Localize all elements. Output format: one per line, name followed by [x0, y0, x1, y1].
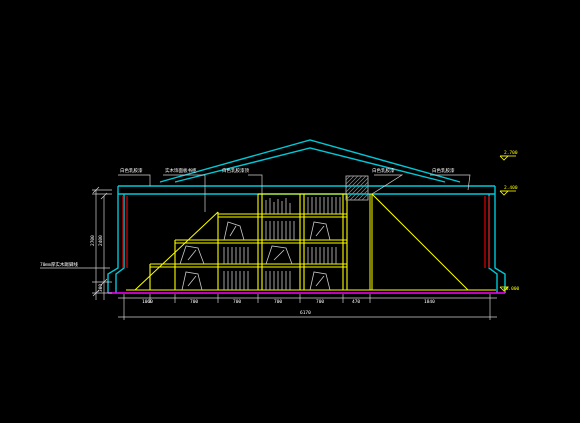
callout-wall-paint-right: 白色乳胶漆: [372, 167, 395, 174]
dim-bottom-5: 700: [316, 299, 324, 305]
bottom-dimension-lines: [118, 294, 497, 320]
leader-lines: [40, 174, 471, 269]
hatched-vent: [345, 175, 369, 201]
dim-left-mid: 2400: [98, 235, 104, 246]
elevation-marker-floor: ±0.000: [499, 286, 520, 292]
elevation-top-label: 2.700: [504, 150, 518, 156]
elevation-upper-label: 2.400: [504, 185, 518, 191]
elevation-marker-top: 2.700: [499, 150, 518, 161]
callout-skirting: 70mm厚实木踢脚线: [40, 261, 78, 268]
dim-total: 6170: [300, 310, 311, 316]
bookcase-frame: [149, 193, 348, 290]
callout-wall-paint-far-right: 白色乳胶漆: [432, 167, 455, 174]
callout-ceiling-paint-top: 白色乳胶漆顶: [222, 167, 249, 174]
left-dimension-lines: [92, 186, 112, 300]
dim-left-main: 2700: [90, 235, 96, 246]
dim-left-base: 300: [98, 284, 104, 292]
slanted-ceiling: [126, 193, 496, 291]
elevation-marker-upper: 2.400: [499, 185, 518, 196]
callout-bookcase-veneer: 实木饰面板书柜: [165, 167, 197, 174]
dim-bottom-8: 1840: [424, 299, 435, 305]
dim-bottom-7: 470: [352, 299, 360, 305]
bookcase-contents: [179, 197, 341, 291]
elevation-floor-label: ±0.000: [503, 286, 520, 292]
red-columns: [122, 196, 490, 268]
dim-bottom-4: 700: [274, 299, 282, 305]
dim-bottom-1: 1060: [142, 299, 153, 305]
dim-bottom-2: 700: [190, 299, 198, 305]
callout-ceiling-paint-left: 白色乳胶漆: [120, 167, 143, 174]
dim-bottom-3: 700: [233, 299, 241, 305]
